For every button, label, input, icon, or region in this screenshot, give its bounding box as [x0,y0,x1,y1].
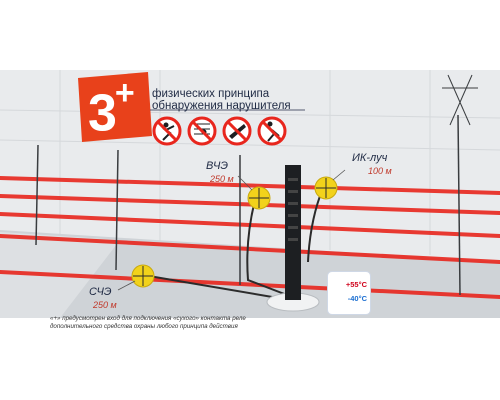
ik-marker [314,176,338,200]
temperature-range-badge: +55°C -40°C [327,271,371,315]
footnote: «+» предусмотрен вход для подключения «с… [50,315,246,331]
ground [0,230,500,318]
badge-3plus [78,72,152,142]
footnote-line2: дополнительного средства охраны любого п… [50,323,238,330]
vche-range: 250 м [210,174,234,184]
plus-sign: + [114,74,135,112]
ik-label: ИК-луч [352,152,388,164]
ir-sensor-column [285,165,301,300]
pictogram-row [152,116,287,146]
headline-text: физических принципа обнаружения нарушите… [152,88,291,112]
temperature-max: +55°C [345,280,367,289]
headline-line1: физических принципа [152,88,270,100]
leader-lines [117,169,346,291]
vche-label: ВЧЭ [206,160,228,172]
barbed-top [442,74,478,126]
sche-cable [142,274,291,301]
sche-range: 250 м [93,300,117,310]
sche-label: СЧЭ [89,286,112,298]
vche-cable [246,199,301,301]
sche-marker [131,264,155,288]
ik-range: 100 м [368,166,392,176]
column-vents [288,178,298,241]
headline-line2: обнаружения нарушителя [152,100,291,112]
temperature-min: -40°C [347,294,367,303]
no-saw-icon [222,116,252,146]
footnote-line1: «+» предусмотрен вход для подключения «с… [50,315,246,322]
no-cutting-fence-icon [187,116,217,146]
no-climbing-icon [152,116,182,146]
fence-posts [35,114,461,296]
principles-count: 3 [88,84,117,143]
no-digging-icon [257,116,287,146]
vche-marker [247,186,271,210]
principles-count-badge: 3+ [88,74,135,143]
